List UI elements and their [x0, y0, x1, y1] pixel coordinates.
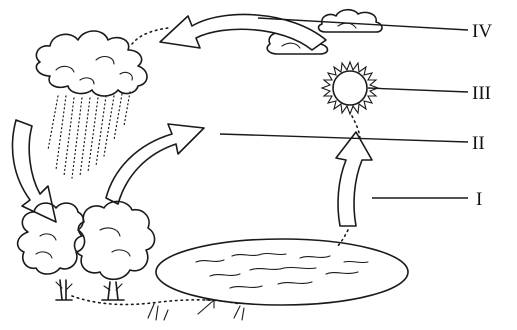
label-ii: II	[472, 133, 485, 154]
rain	[47, 91, 131, 179]
small-cloud-top	[317, 8, 383, 33]
leader-iii	[367, 87, 469, 93]
lake	[155, 238, 409, 306]
dotted-path-lake	[335, 229, 349, 249]
rain-cloud	[35, 30, 148, 97]
arrow-iv	[159, 13, 327, 51]
label-iv: IV	[472, 21, 492, 42]
trees	[16, 200, 156, 301]
leader-iv	[257, 17, 469, 31]
grass	[147, 303, 245, 321]
arrow-i	[335, 131, 373, 227]
sun-icon	[320, 60, 380, 116]
arrow-rain-down	[11, 119, 57, 223]
leader-ii	[219, 133, 469, 143]
arrow-ground	[197, 299, 215, 315]
label-i: I	[476, 189, 482, 210]
label-iii: III	[472, 83, 491, 104]
leader-lines	[219, 17, 469, 199]
arrow-ii	[105, 123, 205, 205]
